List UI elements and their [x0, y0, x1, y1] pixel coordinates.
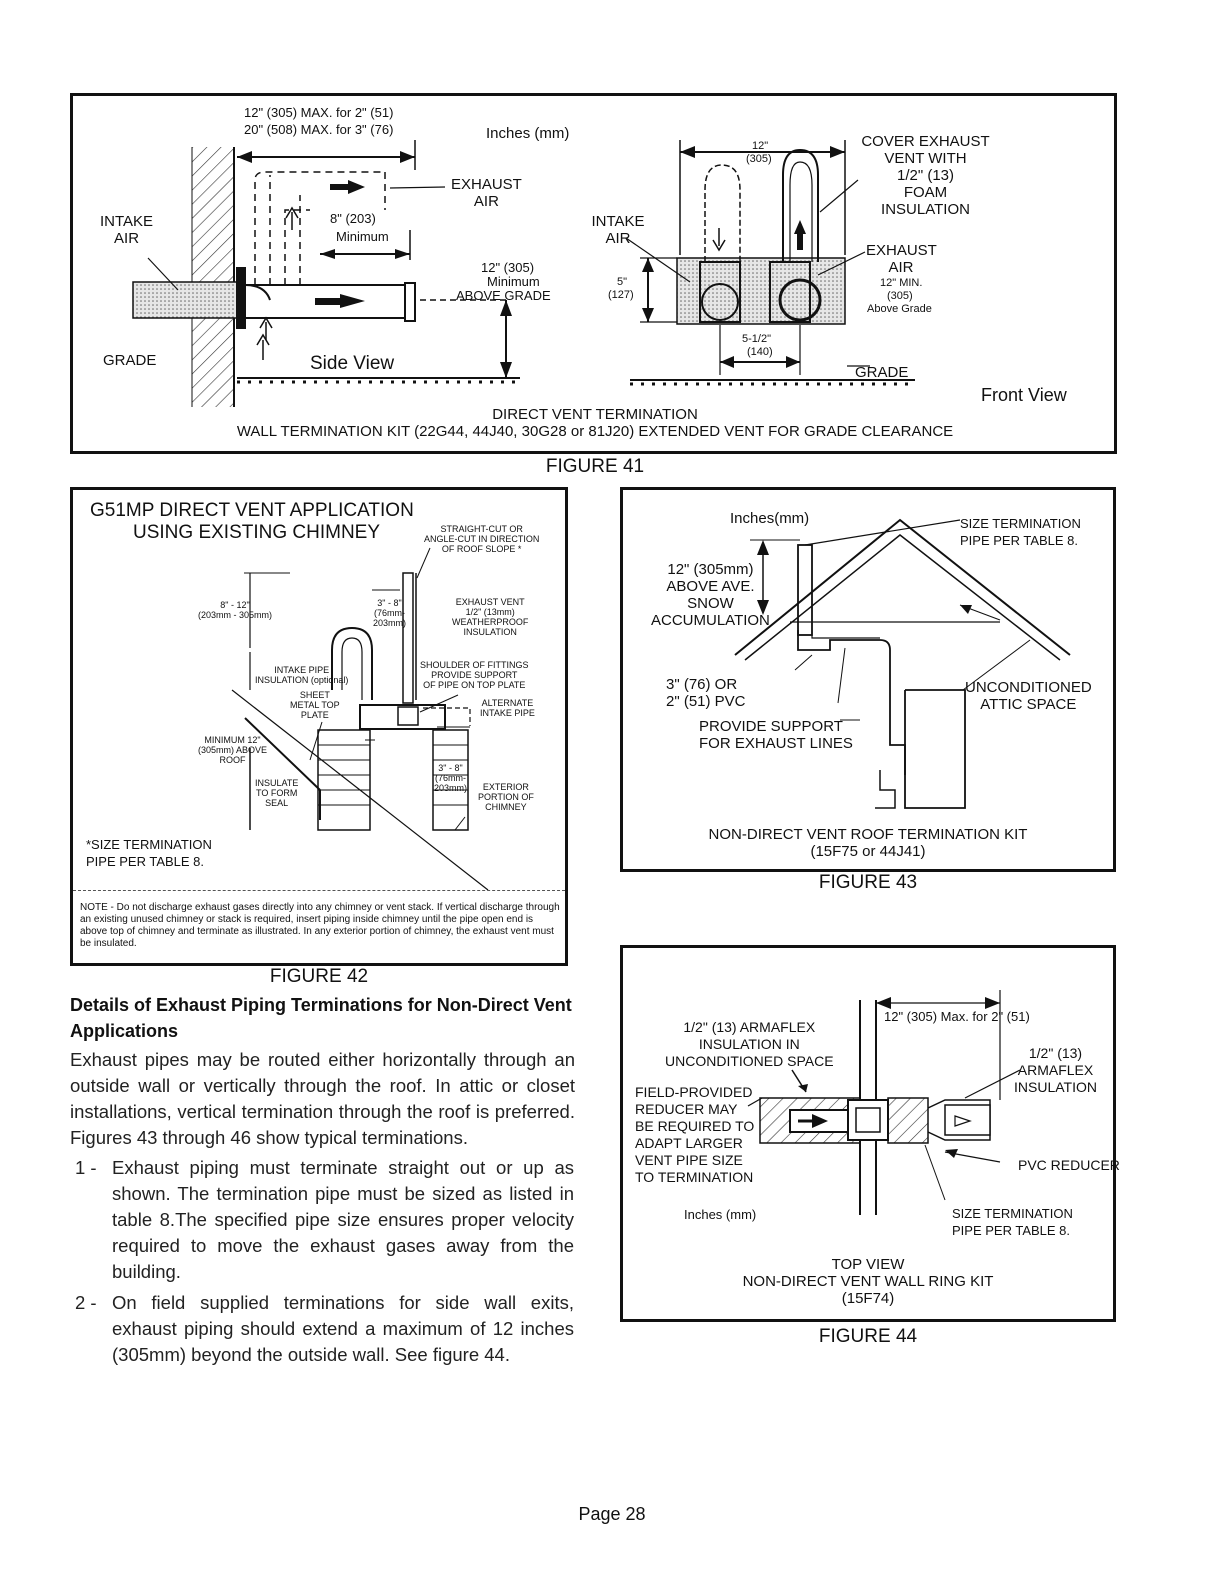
fig44-pvc-reducer: PVC REDUCER: [1018, 1157, 1120, 1173]
fig41-front-exhaust: EXHAUST AIR: [866, 242, 937, 276]
fig44-twelve-max: 12" (305) Max. for 2" (51): [884, 1009, 1030, 1024]
list-item-1-number: 1 -: [75, 1157, 97, 1178]
fig44-title-3: (15F74): [841, 1290, 895, 1307]
intro-paragraph: Exhaust pipes may be routed either horiz…: [70, 1049, 575, 1148]
fig41-cover-exhaust: COVER EXHAUST VENT WITH 1/2" (13) FOAM I…: [861, 133, 990, 218]
figure-42-chimney-drawing: [231, 547, 489, 891]
list-item-2-text: On field supplied terminations for side …: [112, 1292, 574, 1365]
fig41-max-label-1: 12" (305) MAX. for 2" (51): [244, 105, 394, 120]
fig41-side-view: Side View: [310, 353, 395, 374]
fig41-five-half-2: (140): [747, 346, 773, 358]
fig41-eight-min-2: Minimum: [336, 229, 389, 244]
fig43-size-term: SIZE TERMINATION PIPE PER TABLE 8.: [960, 516, 1081, 548]
fig41-twelve-above-3: ABOVE GRADE: [456, 288, 551, 303]
fig42-minimum-roof: MINIMUM 12" (305mm) ABOVE ROOF: [198, 735, 268, 765]
fig42-dim-3-8-top: 3" - 8" (76mm- 203mm): [373, 598, 407, 628]
fig44-title-1: TOP VIEW: [831, 1256, 905, 1273]
list-item-1-text: Exhaust piping must terminate straight o…: [112, 1157, 574, 1282]
fig42-size-term: *SIZE TERMINATION PIPE PER TABLE 8.: [86, 837, 212, 869]
figure-41-side-view-drawing: [132, 140, 520, 407]
section-heading: Details of Exhaust Piping Terminations f…: [70, 995, 572, 1041]
fig41-twelve-above-2: Minimum: [487, 274, 540, 289]
fig41-front-twelve-2: (305): [746, 153, 772, 165]
fig41-units: Inches (mm): [486, 125, 570, 142]
figure-42-frame: [70, 487, 568, 966]
fig43-title-2: (15F75 or 44J41): [810, 843, 926, 860]
fig41-front-min-2: (305): [887, 290, 913, 302]
fig41-five-2: (127): [608, 289, 634, 301]
fig41-front-intake: INTAKE AIR: [591, 213, 645, 247]
fig42-note: NOTE - Do not discharge exhaust gases di…: [80, 902, 560, 949]
fig42-exhaust-vent: EXHAUST VENT 1/2" (13mm) WEATHERPROOF IN…: [452, 597, 529, 637]
fig41-twelve-above-1: 12" (305): [481, 260, 535, 275]
figure-41-caption: FIGURE 41: [545, 456, 645, 477]
fig41-five-1: 5": [617, 276, 628, 288]
fig42-straight-cut: STRAIGHT-CUT OR ANGLE-CUT IN DIRECTION O…: [424, 524, 540, 554]
fig42-insulate: INSULATE TO FORM SEAL: [255, 778, 299, 808]
fig41-front-min-1: 12" MIN.: [880, 277, 923, 289]
fig41-front-view: Front View: [981, 385, 1067, 405]
figure-44-wall-ring-drawing: [747, 990, 1021, 1215]
fig43-units: Inches(mm): [730, 510, 810, 527]
fig42-sheet-metal: SHEET METAL TOP PLATE: [290, 690, 340, 720]
figure-41-frame: [70, 93, 1117, 454]
fig41-five-half-1: 5-1/2": [742, 333, 771, 345]
fig41-front-twelve-1: 12": [752, 140, 769, 152]
figure-43-roof-drawing: [734, 518, 1071, 809]
fig42-shoulder: SHOULDER OF FITTINGS PROVIDE SUPPORT OF …: [420, 660, 529, 690]
fig43-provide-support: PROVIDE SUPPORT FOR EXHAUST LINES: [699, 718, 853, 752]
figure-44-caption: FIGURE 44: [818, 1326, 918, 1347]
figure-41-front-view-drawing: [625, 140, 915, 386]
figure-43-frame: [620, 487, 1116, 872]
fig41-max-label-2: 20" (508) MAX. for 3" (76): [244, 122, 394, 137]
fig41-grade-left: GRADE: [103, 352, 157, 369]
fig42-exterior: EXTERIOR PORTION OF CHIMNEY: [478, 782, 534, 812]
fig42-note-divider: [73, 890, 565, 891]
fig41-exhaust-air: EXHAUST AIR: [451, 176, 522, 210]
fig43-pvc: 3" (76) OR 2" (51) PVC: [666, 676, 746, 710]
fig44-field-reducer: FIELD-PROVIDED REDUCER MAY BE REQUIRED T…: [635, 1084, 755, 1185]
fig44-units: Inches (mm): [684, 1207, 757, 1222]
fig41-title-1: DIRECT VENT TERMINATION: [492, 406, 698, 423]
fig41-grade-right: GRADE: [855, 364, 909, 381]
fig42-title-1: G51MP DIRECT VENT APPLICATION: [90, 500, 414, 521]
fig41-eight-min-1: 8" (203): [330, 211, 376, 226]
list-item-2-number: 2 -: [75, 1292, 97, 1313]
fig42-dim-3-8-bottom: 3" - 8" (76mm- 203mm): [434, 763, 468, 793]
page-number: Page 28: [578, 1504, 646, 1524]
fig44-armaflex-in: 1/2" (13) ARMAFLEX INSULATION IN UNCONDI…: [665, 1019, 834, 1069]
figure-42-caption: FIGURE 42: [269, 966, 369, 987]
fig42-intake-pipe: INTAKE PIPE INSULATION (optional): [255, 665, 349, 685]
fig44-size-term: SIZE TERMINATION PIPE PER TABLE 8.: [952, 1206, 1073, 1238]
fig42-alternate: ALTERNATE INTAKE PIPE: [480, 698, 535, 718]
fig43-title-1: NON-DIRECT VENT ROOF TERMINATION KIT: [708, 826, 1028, 843]
fig44-armaflex-right: 1/2" (13) ARMAFLEX INSULATION: [1014, 1045, 1097, 1095]
fig41-intake-air: INTAKE AIR: [100, 213, 154, 247]
figure-43-caption: FIGURE 43: [818, 872, 918, 893]
fig42-title-2: USING EXISTING CHIMNEY: [133, 522, 381, 543]
fig41-front-min-3: Above Grade: [867, 303, 932, 315]
fig44-title-2: NON-DIRECT VENT WALL RING KIT: [742, 1273, 994, 1290]
fig42-dim-8-12: 8" - 12" (203mm - 305mm): [198, 600, 273, 620]
fig43-above-snow: 12" (305mm) ABOVE AVE. SNOW ACCUMULATION: [651, 561, 770, 629]
fig41-title-2: WALL TERMINATION KIT (22G44, 44J40, 30G2…: [236, 423, 954, 440]
figure-44-frame: [620, 945, 1116, 1322]
fig43-unconditioned: UNCONDITIONED ATTIC SPACE: [965, 679, 1092, 713]
